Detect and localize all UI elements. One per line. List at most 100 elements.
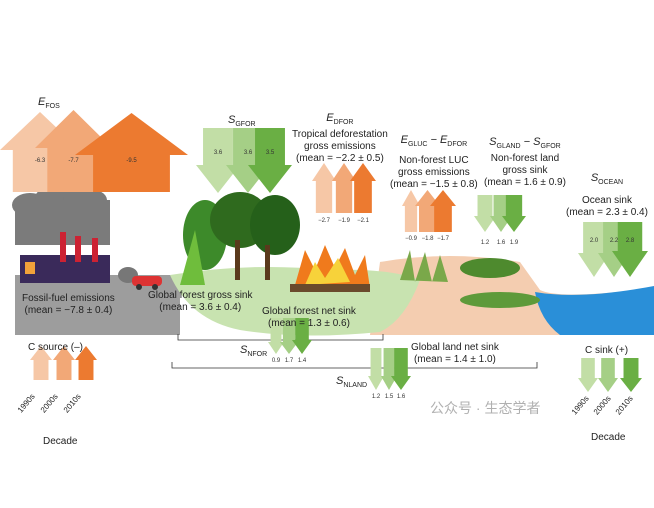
snland-arrow	[391, 348, 411, 390]
socean-arrow	[612, 222, 648, 277]
edfor-arrow	[350, 163, 376, 213]
snland-arrow	[368, 348, 384, 390]
forest-net-block: Global forest net sink(mean = 1.3 ± 0.6)	[262, 306, 356, 330]
edfor-symbol: E	[326, 112, 334, 124]
eluc-symbol: E	[400, 134, 408, 146]
snfor-symbol: S	[240, 344, 248, 356]
efos-sub: FOS	[45, 103, 60, 111]
grassland-icon	[400, 250, 540, 308]
sgfor-arrow	[196, 128, 240, 193]
forest-gross-title: Global forest gross sink	[148, 290, 253, 301]
edfor-arrow	[312, 163, 336, 213]
legend-source-title: C source (–)	[28, 342, 84, 353]
ground-gray	[15, 275, 180, 335]
sgfor-arrow-value: 3.5	[265, 150, 275, 156]
fire-icon	[290, 245, 370, 292]
efos-arrow	[35, 110, 112, 192]
watermark: 公众号 · 生态学者	[430, 400, 541, 416]
land-net-title: Global land net sink	[411, 342, 499, 353]
edfor-arrow	[332, 163, 356, 213]
sland-symbol: S	[489, 136, 497, 148]
legend-source-arrow	[53, 346, 75, 380]
socean-arrow-value: 2.0	[589, 238, 599, 244]
snland-symbol: S	[336, 375, 344, 387]
legend-sink-arrow	[598, 358, 618, 392]
sland-arrow	[502, 195, 526, 232]
snland-sub: NLAND	[343, 382, 368, 390]
eluc-arrow-value: −0.9	[405, 236, 417, 242]
sgfor-sub: GFOR	[235, 121, 256, 129]
sland-sub2: GFOR	[540, 143, 561, 151]
sland-arrow-value: 1.6	[496, 240, 506, 246]
trees-icon	[180, 192, 300, 285]
sland-arrow-value: 1.9	[509, 240, 519, 246]
eluc-arrow-value: −1.7	[437, 236, 449, 242]
socean-block: SOCEAN Ocean sink(mean = 2.3 ± 0.4)	[566, 172, 648, 219]
fossil-mean: (mean = −7.8 ± 0.4)	[24, 305, 113, 316]
snfor-arrow-value: 1.7	[284, 358, 294, 364]
land-net-mean: (mean = 1.4 ± 1.0)	[413, 354, 496, 365]
sgfor-arrow	[248, 128, 292, 193]
forest-net-title: Global forest net sink	[262, 306, 356, 317]
eluc-title1: Non-forest LUC	[399, 155, 469, 167]
snland-arrow-value: 1.6	[396, 394, 406, 400]
legend-sink-arrow	[578, 358, 598, 392]
snland-arrow-value: 1.5	[384, 394, 394, 400]
fossil-block: Fossil-fuel emissions(mean = −7.8 ± 0.4)	[22, 293, 115, 317]
snland-arrow	[381, 348, 397, 390]
sgfor-arrow-value: 3.6	[243, 150, 253, 156]
socean-arrow-value: 2.2	[609, 238, 619, 244]
eluc-arrow	[415, 190, 440, 232]
land-net-block: Global land net sink(mean = 1.4 ± 1.0)	[411, 342, 499, 366]
snland-label: SNLAND	[336, 375, 367, 392]
legend-source-arrow	[30, 346, 52, 380]
edfor-arrow-value: −2.1	[357, 218, 369, 224]
arrows	[0, 110, 648, 392]
edfor-sub: DFOR	[333, 119, 354, 127]
edfor-label: EDFOR	[292, 112, 388, 129]
edfor-title2: gross emissions	[304, 141, 376, 153]
legend-source-xlabel: Decade	[43, 436, 78, 447]
eluc-sub1: GLUC	[407, 141, 428, 149]
socean-label: SOCEAN	[566, 172, 648, 189]
edfor-mean: (mean = −2.2 ± 0.5)	[296, 153, 384, 165]
snfor-arrow	[292, 318, 312, 354]
legend-sink-arrow	[620, 358, 642, 392]
sland-arrow-value: 1.2	[480, 240, 490, 246]
smoke-icon	[12, 186, 110, 245]
sgfor-symbol: S	[228, 114, 236, 126]
eluc-title2: gross emissions	[398, 167, 470, 179]
eluc-arrow	[430, 190, 456, 232]
eluc-arrow-value: −1.8	[421, 236, 434, 242]
eluc-minus: −	[427, 134, 440, 146]
efos-label: EFOS	[38, 96, 60, 113]
eluc-arrow	[402, 190, 420, 232]
socean-sub: OCEAN	[598, 179, 624, 187]
snfor-sub: NFOR	[247, 351, 268, 359]
sland-minus: −	[520, 136, 534, 148]
legend-source-arrow	[75, 346, 97, 380]
legend-sink-xlabel: Decade	[591, 432, 626, 443]
land-net-bracket	[171, 362, 538, 369]
sgfor-arrow-value: 3.6	[213, 150, 223, 156]
socean-symbol: S	[590, 172, 599, 184]
snfor-arrow	[268, 318, 284, 354]
efos-arrow-value: -9.5	[126, 158, 137, 164]
edfor-title1: Tropical deforestation	[292, 129, 388, 141]
socean-title: Ocean sink	[581, 195, 632, 207]
sland-sub1: GLAND	[496, 143, 521, 151]
eluc-label: EGLUC − EDFOR	[390, 134, 478, 151]
sgfor-label: SGFOR	[228, 114, 256, 131]
eluc-symbol2: E	[439, 134, 448, 146]
efos-symbol: E	[38, 96, 46, 108]
socean-arrow-value: 2.8	[625, 238, 635, 244]
factory-icon	[20, 232, 110, 283]
sland-label: SGLAND − SGFOR	[484, 136, 566, 153]
forest-gross-block: Global forest gross sink(mean = 3.6 ± 0.…	[148, 290, 253, 314]
socean-mean: (mean = 2.3 ± 0.4)	[566, 207, 648, 219]
